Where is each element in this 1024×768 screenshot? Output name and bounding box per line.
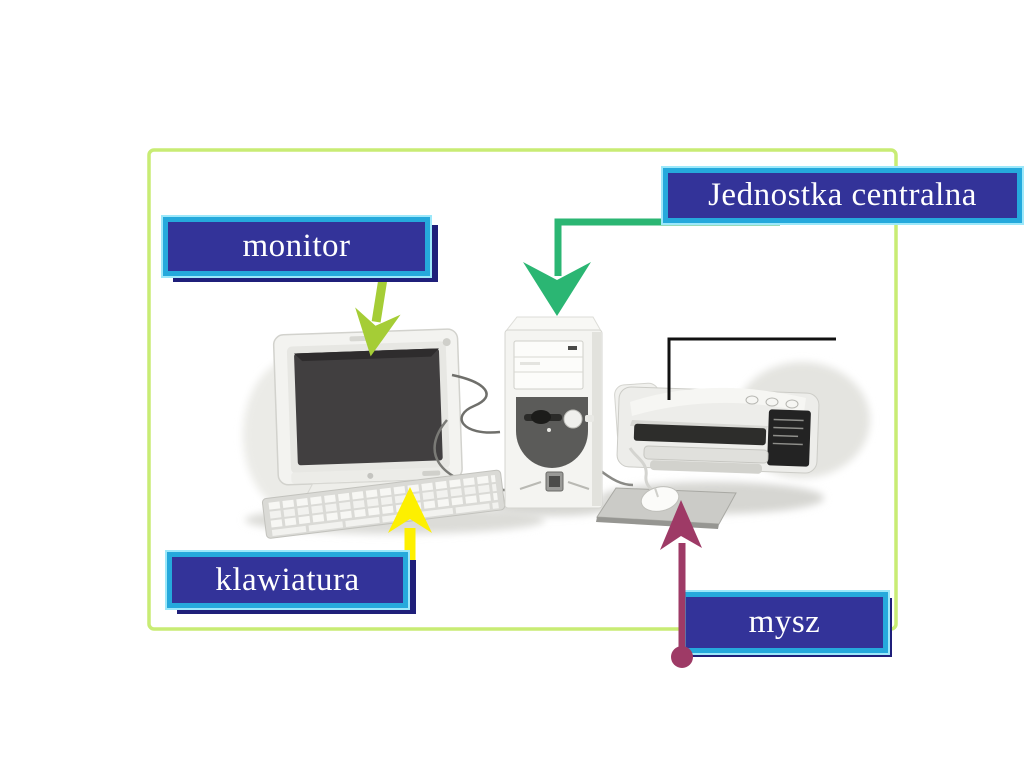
mouse-arrow xyxy=(660,500,702,668)
cable-monitor-tower xyxy=(451,373,501,434)
keyboard-illustration xyxy=(261,469,506,539)
label-mouse: mysz xyxy=(681,592,888,653)
mouse-arrow-end-dot xyxy=(671,646,693,668)
printer-connector-line xyxy=(667,337,836,400)
mouse-illustration xyxy=(628,447,680,512)
label-central-unit: Jednostka centralna xyxy=(663,168,1022,223)
printer-illustration xyxy=(614,382,820,474)
tower-illustration xyxy=(504,316,603,509)
label-keyboard: klawiatura xyxy=(167,552,408,608)
computer-set-photo xyxy=(243,316,870,539)
monitor-illustration xyxy=(272,328,463,506)
keyboard-arrow xyxy=(388,487,432,575)
label-monitor: monitor xyxy=(163,217,430,276)
slide-border xyxy=(147,148,898,631)
